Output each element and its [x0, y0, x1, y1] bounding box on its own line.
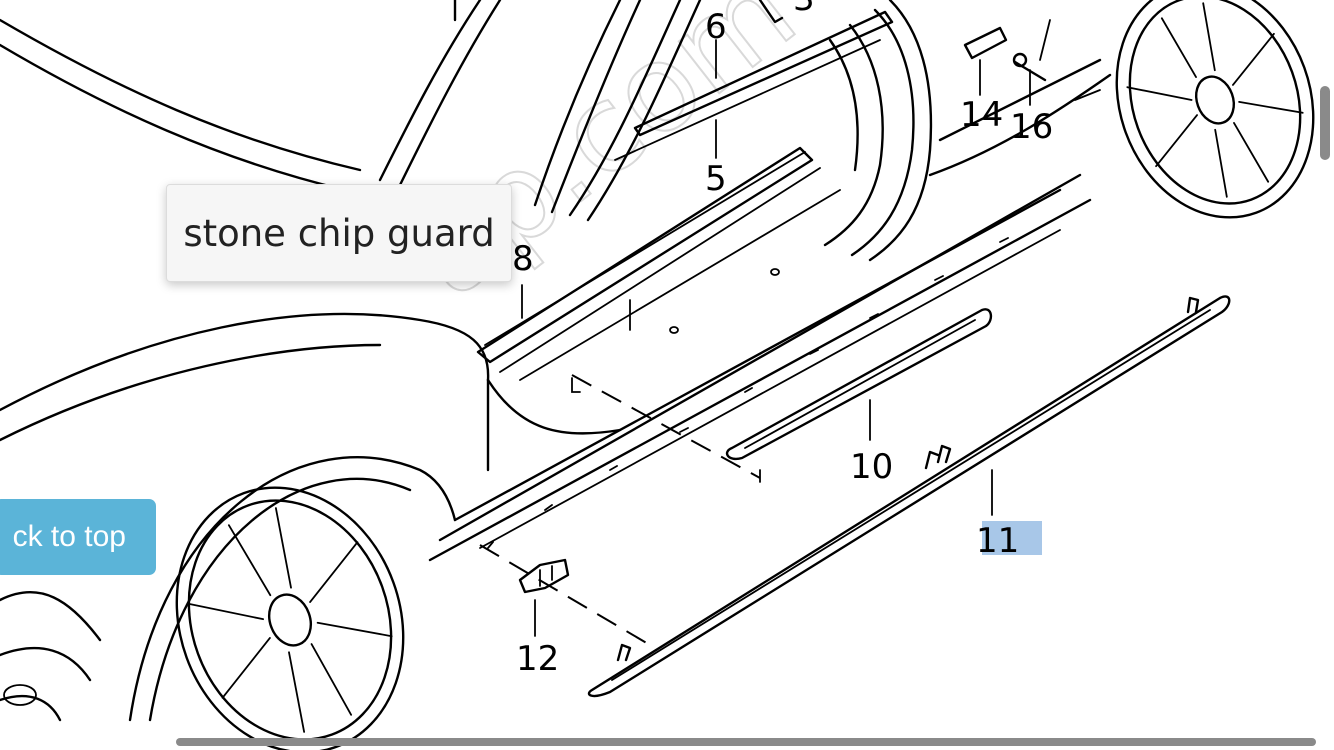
rear-wheel — [1115, 0, 1315, 219]
back-to-top-button[interactable]: ck to top — [0, 499, 156, 575]
horizontal-scrollbar[interactable] — [176, 738, 1316, 746]
callout-14: 14 — [960, 95, 1003, 135]
callout-8: 8 — [512, 239, 534, 279]
part-14-16-fasteners — [521, 0, 1047, 319]
callout-16: 16 — [1010, 107, 1053, 147]
callout-3: 3 — [793, 0, 815, 19]
callout-11-selection[interactable] — [982, 521, 1042, 555]
callout-12: 12 — [516, 639, 559, 679]
vertical-scrollbar[interactable] — [1320, 86, 1330, 160]
part-11-side-skirt — [587, 295, 1231, 698]
part-12-clip — [479, 544, 651, 646]
assembly-guide-line — [571, 374, 761, 479]
assembly-guide-marker — [571, 377, 761, 483]
callout-labels: 3 6 5 8 14 16 10 12 — [512, 0, 1053, 679]
front-wheel — [175, 486, 405, 750]
callout-5: 5 — [705, 159, 727, 199]
part-10-sill-trim — [725, 308, 993, 461]
part-tooltip: stone chip guard — [166, 184, 512, 282]
callout-6: 6 — [705, 7, 727, 47]
callout-10: 10 — [850, 447, 893, 487]
tooltip-text: stone chip guard — [183, 211, 495, 255]
car-body-outline — [0, 0, 1112, 722]
